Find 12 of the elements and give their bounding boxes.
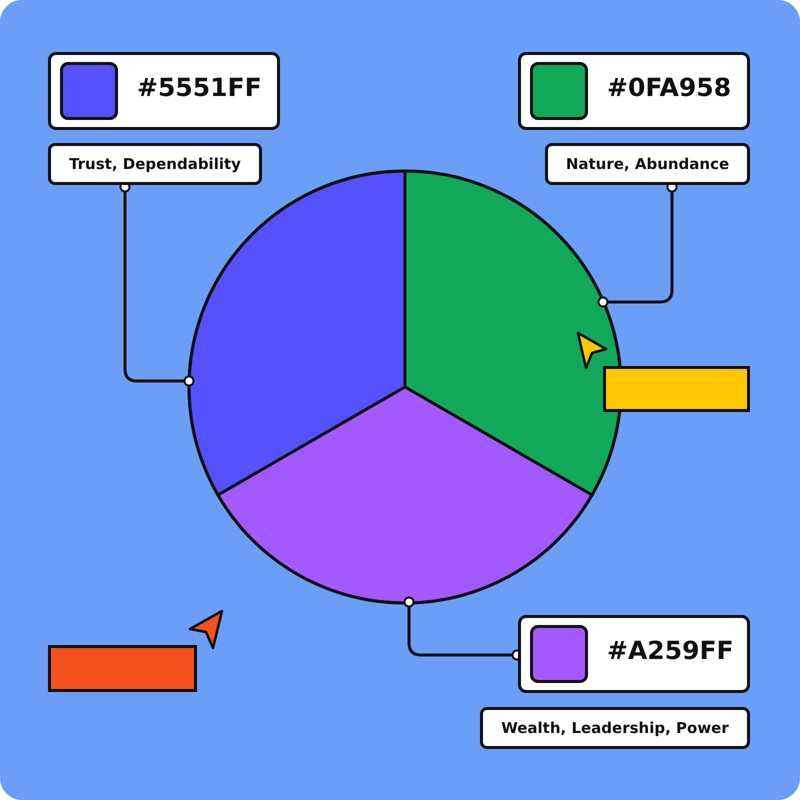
color-card: [48, 52, 280, 130]
description-tag: Nature, Abundance: [545, 143, 750, 185]
hex-code: #A259FF: [607, 636, 734, 665]
color-card: [518, 615, 750, 693]
description-tag: Wealth, Leadership, Power: [480, 707, 750, 749]
color-bar: [603, 366, 750, 412]
hex-code: #0FA958: [607, 73, 732, 102]
description-tag: Trust, Dependability: [48, 143, 262, 185]
hex-code: #5551FF: [137, 73, 262, 102]
pie-slice: [216, 386, 594, 604]
color-card: [518, 52, 750, 130]
color-bar: [48, 645, 197, 692]
